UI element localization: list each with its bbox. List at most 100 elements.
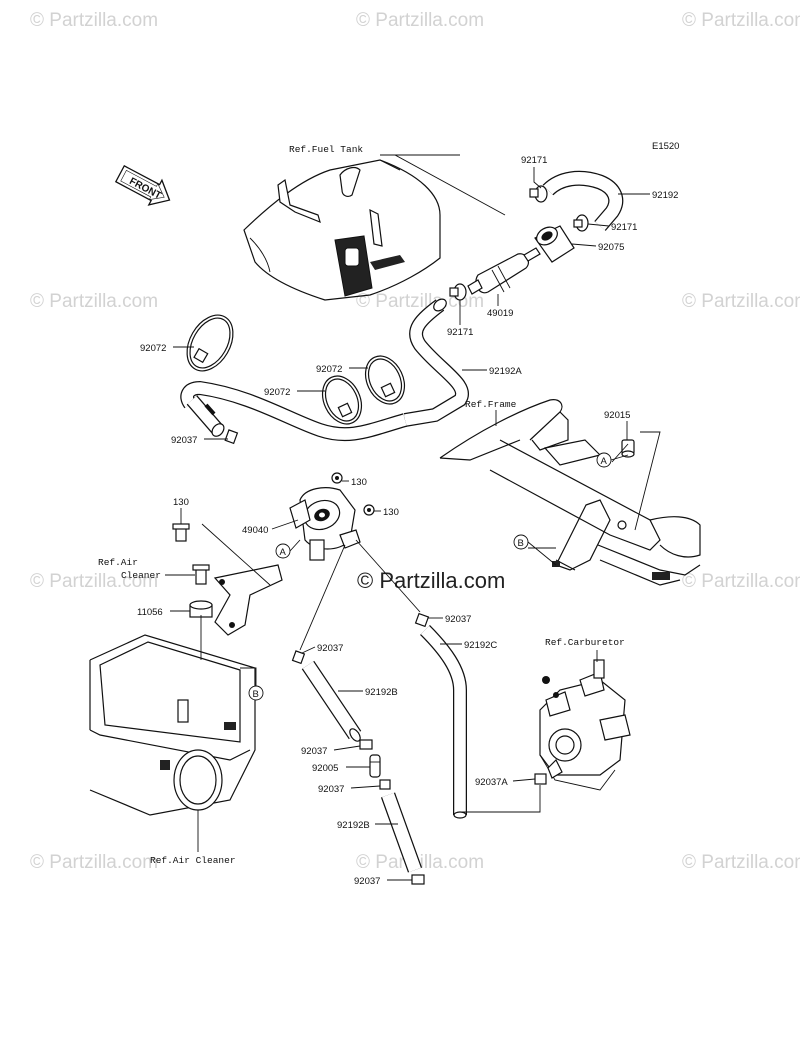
carburetor [539,659,631,791]
ref-frame-callout: Ref.Frame [465,399,517,426]
part-label: 92192C [464,640,497,651]
svg-text:Ref.Air: Ref.Air [98,557,138,568]
part-label: 92037 [354,876,380,887]
part-label: 92072 [316,364,342,375]
hose-to-fuel-cock [180,380,407,442]
leader-b2 [240,667,257,686]
marker-b: B [513,534,529,550]
watermark: © Partzilla.com [682,10,800,31]
hose-92192C [420,625,467,819]
part-label: 92192B [337,820,370,831]
watermark: © Partzilla.com [356,10,484,31]
watermark: © Partzilla.com [30,291,158,312]
svg-text:A: A [280,547,287,558]
part-label: 92037A [475,777,508,788]
clamp-92037 [291,650,306,665]
marker-b: B [248,685,264,701]
frame [439,399,701,586]
part-label: 92005 [312,763,338,774]
watermark: © Partzilla.com [30,852,158,873]
leader-b1 [527,541,557,566]
part-label: 49040 [242,525,268,536]
hose-92192B-upper [301,660,362,742]
leader-a2 [289,539,301,552]
bolt-130 [363,504,375,516]
watermark: © Partzilla.com [682,571,800,592]
svg-text:Ref.Fuel Tank: Ref.Fuel Tank [289,144,363,155]
part-label: 92192B [365,687,398,698]
svg-text:Ref.Air Cleaner: Ref.Air Cleaner [150,855,236,866]
watermark-center: © Partzilla.com [357,568,505,593]
part-label: 92037 [318,784,344,795]
part-label: 92037 [317,643,343,654]
svg-text:B: B [253,689,259,700]
hose-92192A [403,298,469,427]
svg-text:© Partzilla.com: © Partzilla.com [682,852,800,873]
part-label: 92037 [445,614,471,625]
part-label: 92072 [140,343,166,354]
part-label: 92171 [521,155,547,166]
fuel-cock-49040 [289,487,361,561]
part-label: 92015 [604,410,630,421]
joint-92005 [369,754,381,778]
hose-92192 [542,170,624,231]
clamp-92037 [224,429,239,445]
leader-fuelcock-92037 [355,539,421,613]
front-arrow-icon: FRONT [114,164,171,206]
svg-text:B: B [518,538,524,549]
diagram-code: E1520 [652,141,679,152]
svg-text:© Partzilla.com: © Partzilla.com [30,10,158,31]
watermark: © Partzilla.com [30,10,158,31]
hose-92192B-lower [380,792,423,873]
watermark: © Partzilla.com [682,291,800,312]
bolt-130 [172,523,190,542]
clamp-92037 [411,874,425,885]
fuel-tank [243,159,441,301]
svg-text:© Partzilla.com: © Partzilla.com [682,571,800,592]
svg-text:Cleaner: Cleaner [121,570,161,581]
clamp-92171 [573,214,589,232]
clamp-92171 [529,185,548,203]
svg-text:© Partzilla.com: © Partzilla.com [30,852,158,873]
leader-a1 [610,454,629,461]
svg-text:© Partzilla.com: © Partzilla.com [357,568,505,593]
clamp-92171 [449,283,467,301]
clamp-92037 [359,739,373,750]
svg-text:© Partzilla.com: © Partzilla.com [30,571,158,592]
clamp-92037A [534,773,547,785]
clamp-92037 [414,612,430,628]
leader-92015 [634,431,661,531]
svg-text:A: A [601,456,608,467]
collar-11056 [189,600,213,618]
part-label: 11056 [137,607,163,618]
part-label: 92075 [598,242,624,253]
part-label: 130 [351,477,367,488]
marker-a: A [275,543,291,559]
ref-fuel-tank-callout: Ref.Fuel Tank [289,144,506,216]
bolt-92015-air [192,564,210,585]
fuel-filter-49019 [467,247,541,295]
ref-air-cleaner-callout: Ref.Air Cleaner [150,810,236,866]
part-label: 92171 [447,327,473,338]
part-label: 130 [173,497,189,508]
clamp-92037 [379,779,391,790]
svg-text:© Partzilla.com: © Partzilla.com [682,291,800,312]
ref-carburetor-callout: Ref.Carburetor [545,637,625,662]
part-label: 49019 [487,308,513,319]
svg-text:Ref.Carburetor: Ref.Carburetor [545,637,625,648]
ref-air-cleaner-small-callout: Ref.Air Cleaner [98,557,202,660]
part-label: 92037 [301,746,327,757]
marker-a: A [596,452,612,468]
band-clamp-92072 [321,375,363,425]
leader-fuelcock-92192B [299,544,346,651]
svg-text:© Partzilla.com: © Partzilla.com [30,291,158,312]
band-clamp-92072 [364,355,406,405]
part-label: 92192A [489,366,522,377]
air-cleaner [89,634,256,816]
bracket-11056 [201,523,283,636]
filter-holder-92075 [534,225,575,263]
collar-92015 [621,439,635,458]
svg-text:© Partzilla.com: © Partzilla.com [356,10,484,31]
